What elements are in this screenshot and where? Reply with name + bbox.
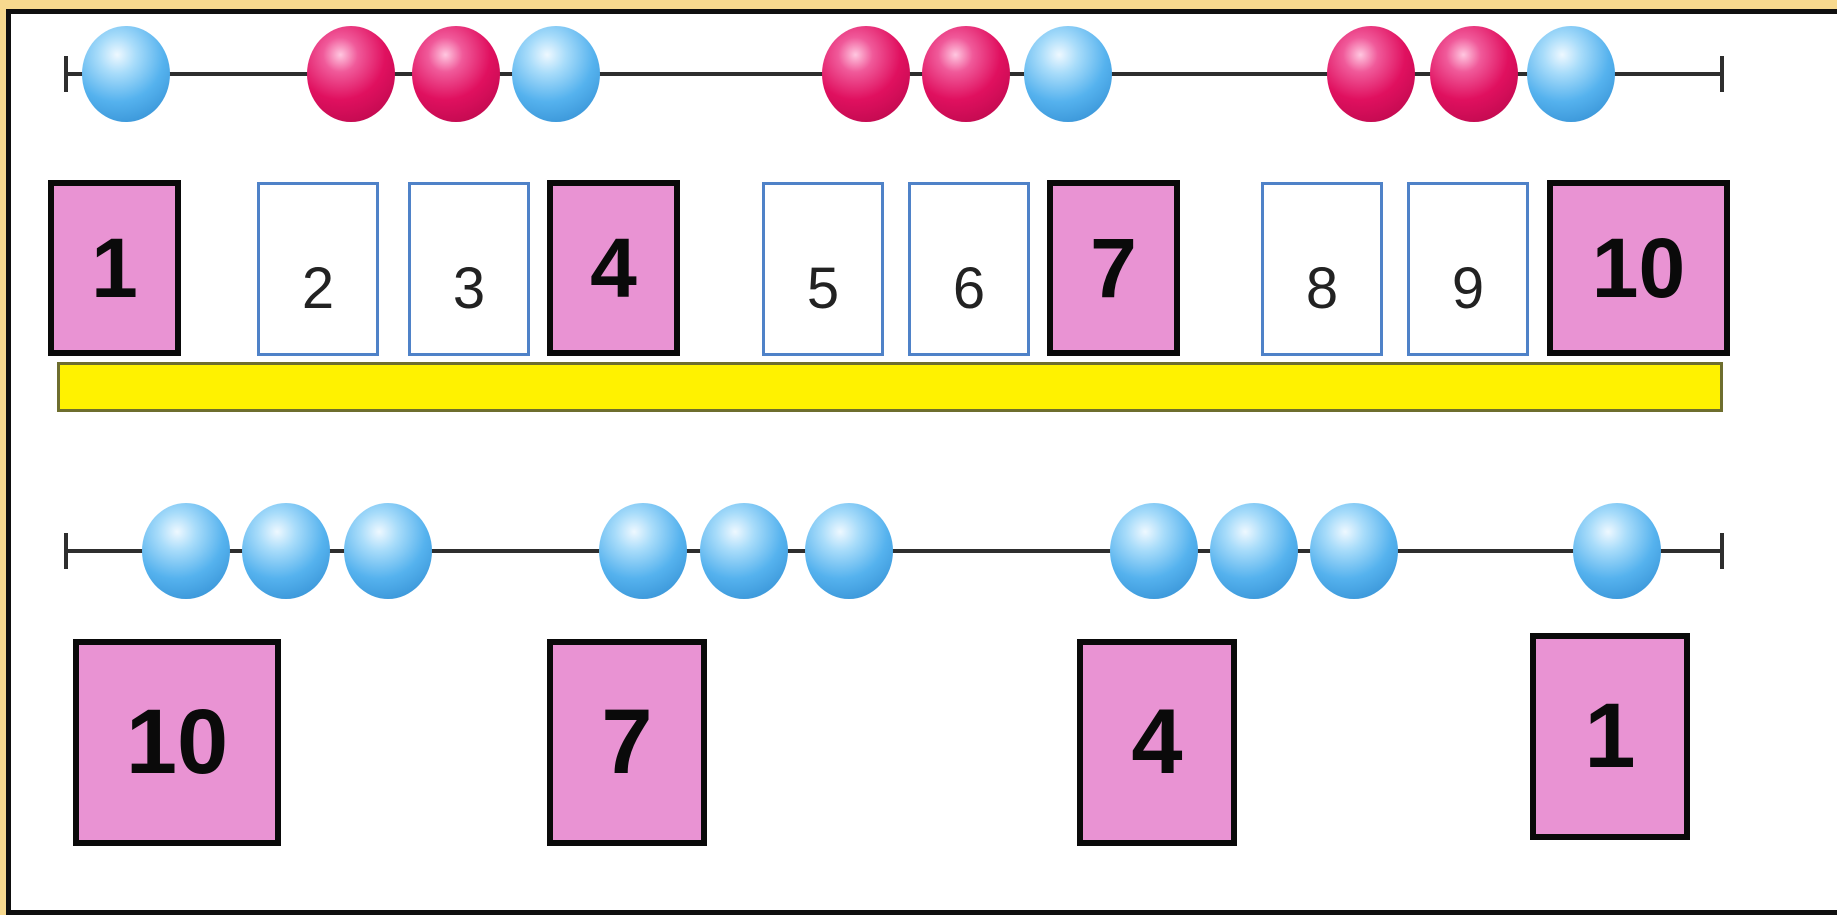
bottom-bead-2 bbox=[242, 503, 330, 599]
top-pink-box-10: 10 bbox=[1547, 180, 1730, 356]
top-bead-2 bbox=[307, 26, 395, 122]
top-abacus-right-end bbox=[1720, 56, 1724, 92]
number-card-3: 3 bbox=[408, 182, 530, 356]
top-bead-1 bbox=[82, 26, 170, 122]
bottom-abacus-left-end bbox=[64, 533, 68, 569]
number-card-6: 6 bbox=[908, 182, 1030, 356]
bottom-abacus-right-end bbox=[1720, 533, 1724, 569]
bottom-pink-box-1: 1 bbox=[1530, 633, 1690, 840]
top-bead-6 bbox=[922, 26, 1010, 122]
top-pink-box-7: 7 bbox=[1047, 180, 1180, 356]
top-pink-box-4: 4 bbox=[547, 180, 680, 356]
bottom-bead-5 bbox=[700, 503, 788, 599]
top-bead-9 bbox=[1430, 26, 1518, 122]
top-bead-5 bbox=[822, 26, 910, 122]
bottom-bead-1 bbox=[142, 503, 230, 599]
bottom-bead-9 bbox=[1310, 503, 1398, 599]
bottom-bead-3 bbox=[344, 503, 432, 599]
bottom-pink-box-10: 10 bbox=[73, 639, 281, 846]
bottom-bead-8 bbox=[1210, 503, 1298, 599]
number-card-5: 5 bbox=[762, 182, 884, 356]
bottom-pink-box-7: 7 bbox=[547, 639, 707, 846]
number-card-2: 2 bbox=[257, 182, 379, 356]
top-pink-box-1: 1 bbox=[48, 180, 181, 356]
top-bead-3 bbox=[412, 26, 500, 122]
top-bead-10 bbox=[1527, 26, 1615, 122]
bottom-bead-10 bbox=[1573, 503, 1661, 599]
yellow-bar bbox=[57, 362, 1723, 412]
bottom-pink-box-4: 4 bbox=[1077, 639, 1237, 846]
top-abacus-left-end bbox=[64, 56, 68, 92]
bottom-bead-6 bbox=[805, 503, 893, 599]
bottom-bead-7 bbox=[1110, 503, 1198, 599]
bottom-bead-4 bbox=[599, 503, 687, 599]
number-card-8: 8 bbox=[1261, 182, 1383, 356]
top-bead-8 bbox=[1327, 26, 1415, 122]
top-bead-4 bbox=[512, 26, 600, 122]
top-bead-7 bbox=[1024, 26, 1112, 122]
number-card-9: 9 bbox=[1407, 182, 1529, 356]
bottom-abacus-wire bbox=[64, 549, 1724, 553]
